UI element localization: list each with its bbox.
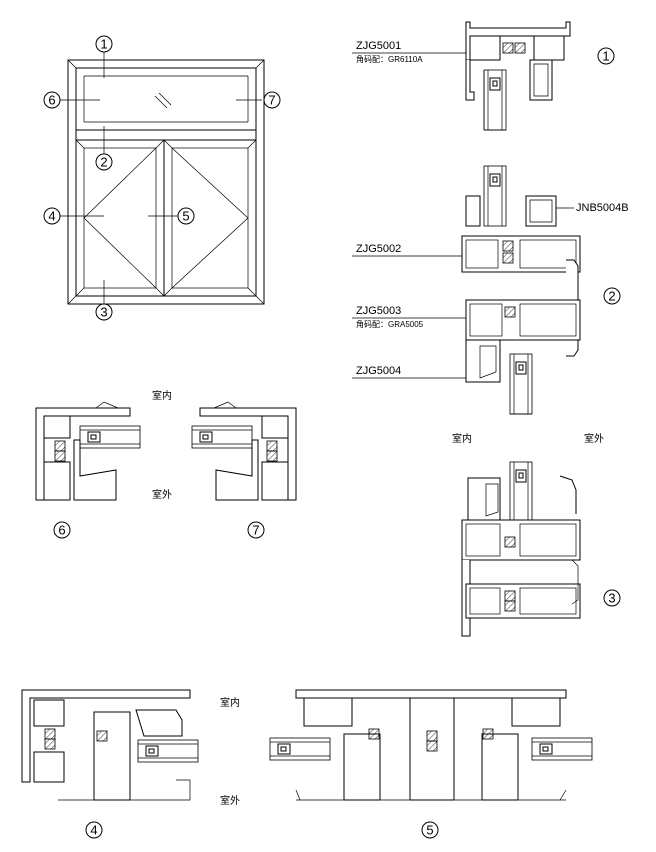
section-4-outdoor-label: 室外 (220, 794, 240, 807)
profile-code-zjg5003: ZJG5003 (356, 305, 401, 317)
section-6-drawing (35, 401, 141, 501)
svg-text:1: 1 (602, 49, 609, 64)
svg-text:1: 1 (100, 37, 107, 52)
svg-text:5: 5 (182, 209, 189, 224)
section-4-indoor-label: 室内 (220, 696, 240, 709)
window-elevation (60, 52, 265, 305)
svg-text:2: 2 (608, 289, 615, 304)
elevation-marker-1: 1 (95, 35, 113, 53)
section-1-drawing (352, 21, 571, 131)
svg-text:7: 7 (268, 93, 275, 108)
elevation-marker-6: 6 (43, 91, 61, 109)
elevation-marker-2: 2 (95, 153, 113, 171)
profile-code-jnb5004b: JNB5004B (576, 202, 629, 214)
section-marker-4: 4 (85, 821, 103, 839)
elevation-marker-4: 4 (43, 207, 61, 225)
svg-text:6: 6 (58, 523, 65, 538)
svg-text:2: 2 (100, 155, 107, 170)
section-marker-7: 7 (247, 521, 265, 539)
section-67-indoor-label: 室内 (152, 389, 172, 402)
section-67-outdoor-label: 室外 (152, 488, 172, 501)
svg-text:6: 6 (48, 93, 55, 108)
svg-text:5: 5 (426, 823, 433, 838)
elevation-marker-5: 5 (177, 207, 195, 225)
svg-text:7: 7 (252, 523, 259, 538)
section-3-drawing (461, 461, 581, 637)
svg-text:4: 4 (90, 823, 97, 838)
corner-note-gra5005: 角码配：GRA5005 (356, 319, 424, 329)
section-marker-6: 6 (53, 521, 71, 539)
section-4-drawing (21, 689, 199, 801)
profile-code-zjg5004: ZJG5004 (356, 365, 401, 377)
section-marker-3: 3 (603, 589, 621, 607)
corner-note-gr6110a: 角码配：GR6110A (356, 54, 423, 64)
svg-text:4: 4 (48, 209, 55, 224)
elevation-marker-7: 7 (263, 91, 281, 109)
section-3-indoor-label: 室内 (452, 432, 472, 445)
svg-text:3: 3 (608, 591, 615, 606)
svg-text:3: 3 (100, 305, 107, 320)
section-7-drawing (191, 401, 297, 501)
section-marker-5: 5 (421, 821, 439, 839)
section-2-drawing (352, 165, 581, 415)
section-5-drawing (269, 689, 593, 801)
section-marker-1: 1 (597, 47, 615, 65)
profile-code-zjg5002: ZJG5002 (356, 243, 401, 255)
section-marker-2: 2 (603, 287, 621, 305)
section-3-outdoor-label: 室外 (584, 432, 604, 445)
elevation-marker-3: 3 (95, 303, 113, 321)
profile-code-zjg5001: ZJG5001 (356, 40, 401, 52)
